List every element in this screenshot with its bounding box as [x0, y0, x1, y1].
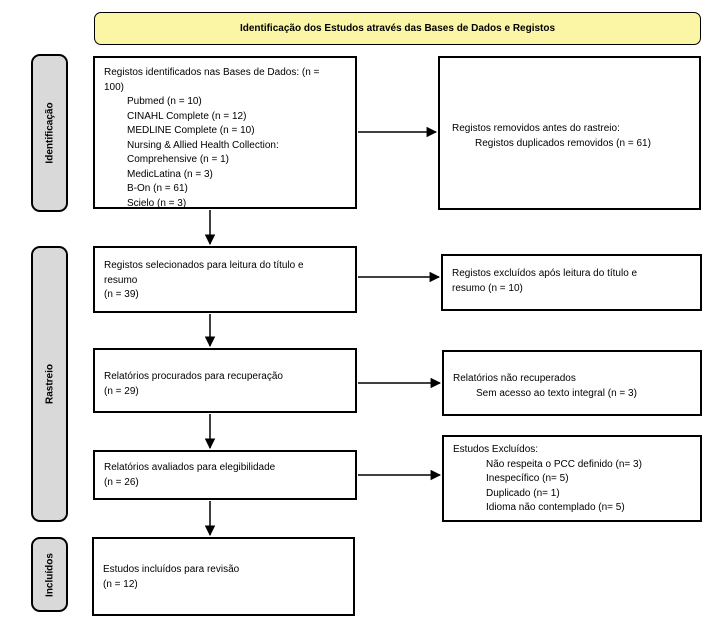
source-item: B-On (n = 61) [127, 183, 188, 194]
source-item: Comprehensive (n = 1) [127, 154, 229, 165]
removed-detail: Registos duplicados removidos (n = 61) [475, 137, 651, 149]
selected-line1: Registos selecionados para leitura do tí… [104, 260, 304, 271]
sought-line1: Relatórios procurados para recuperação [104, 371, 283, 382]
identified-title: Registos identificados nas Bases de Dado… [104, 67, 320, 78]
exclusion-reason: Idioma não contemplado (n= 5) [486, 502, 625, 513]
excluded-title-box: Registos excluídos após leitura do títul… [441, 254, 702, 311]
source-item: MEDLINE Complete (n = 10) [127, 125, 255, 136]
removed-records-box: Registos removidos antes do rastreio: Re… [438, 56, 701, 210]
source-item: Nursing & Allied Health Collection: [127, 139, 279, 151]
phase-identification: Identificação [31, 54, 68, 212]
not-retrieved-box: Relatórios não recuperados Sem acesso ao… [442, 350, 702, 416]
phase-included: Incluídos [31, 537, 68, 612]
excluded-title-line1: Registos excluídos após leitura do títul… [452, 268, 638, 279]
removed-title: Registos removidos antes do rastreio: [452, 123, 620, 134]
sought-reports-box: Relatórios procurados para recuperação (… [93, 348, 357, 413]
selected-count: (n = 39) [104, 289, 139, 300]
assessed-count: (n = 26) [104, 476, 139, 488]
excluded-studies-box: Estudos Excluídos: Não respeita o PCC de… [442, 435, 702, 522]
phase-screening: Rastreio [31, 246, 68, 522]
not-retrieved-detail: Sem acesso ao texto integral (n = 3) [476, 387, 637, 399]
excluded-title-line2: resumo (n = 10) [452, 282, 523, 294]
included-line1: Estudos incluídos para revisão [103, 564, 240, 575]
source-item: MedicLatina (n = 3) [127, 168, 213, 180]
exclusion-reason: Inespecífico (n= 5) [486, 473, 569, 484]
sought-count: (n = 29) [104, 385, 139, 397]
assessed-reports-box: Relatórios avaliados para elegibilidade … [93, 450, 357, 500]
included-count: (n = 12) [103, 578, 138, 590]
selected-records-box: Registos selecionados para leitura do tí… [93, 246, 357, 313]
source-item: Scielo (n = 3) [127, 197, 187, 209]
identified-records-box: Registos identificados nas Bases de Dado… [93, 56, 357, 209]
included-studies-box: Estudos incluídos para revisão (n = 12) [92, 537, 355, 616]
identified-title-cont: 100) [104, 81, 125, 93]
source-item: CINAHL Complete (n = 12) [127, 110, 247, 122]
header-title: Identificação dos Estudos através das Ba… [94, 12, 701, 45]
exclusion-reason: Duplicado (n= 1) [486, 487, 560, 499]
selected-line2: resumo [104, 274, 138, 286]
not-retrieved-title: Relatórios não recuperados [453, 373, 576, 384]
exclusion-reason: Não respeita o PCC definido (n= 3) [486, 458, 642, 470]
source-item: Pubmed (n = 10) [127, 96, 202, 107]
assessed-line1: Relatórios avaliados para elegibilidade [104, 462, 276, 473]
excluded-studies-title: Estudos Excluídos: [453, 444, 539, 455]
